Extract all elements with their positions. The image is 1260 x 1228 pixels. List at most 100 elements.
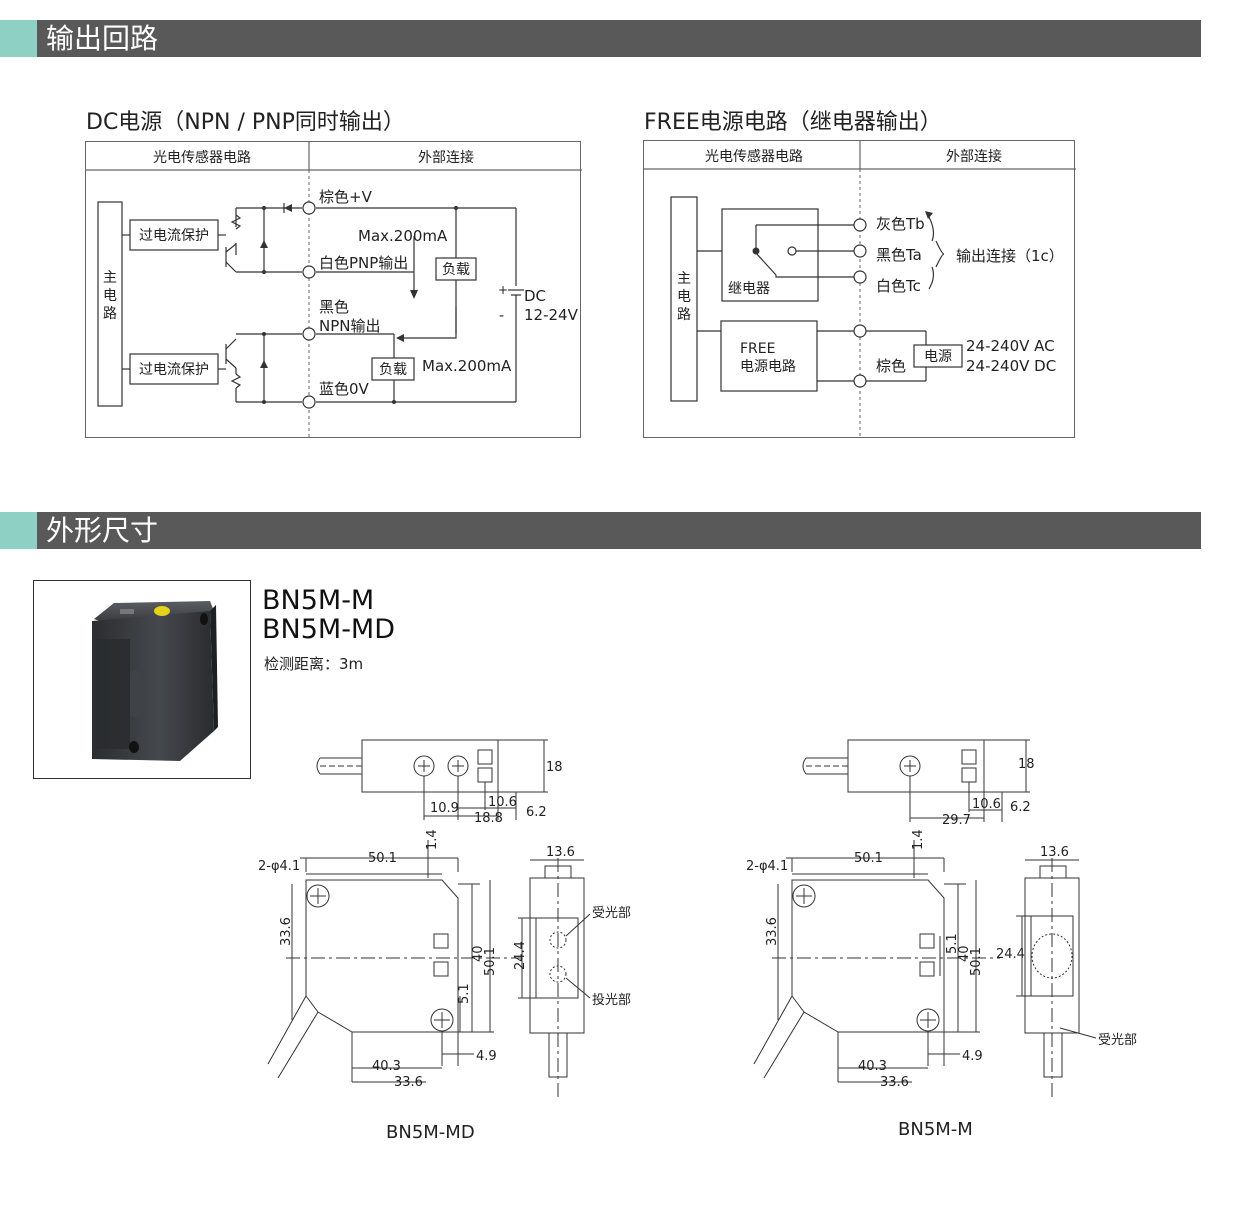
section-title: 外形尺寸 [46,514,159,547]
dc-circuit-panel: 光电传感器电路 外部连接 主 电 路 过电流保护 过电流保护 [85,141,582,439]
dc-voltage-label: 12-24V [524,306,579,324]
dimension-drawings: 18 10.9 10.6 18.8 6.2 2-φ4.1 50.1 1.4 33… [258,739,1137,1100]
black-wire-label: 黑色Ta [876,246,922,264]
section-header-dimensions: 外形尺寸 [0,512,1201,549]
dim-label: 24.4 [513,941,528,970]
col-left-label: 光电传感器电路 [153,149,251,166]
dc-label: DC [524,287,546,305]
free-circuit-diagram: 光电传感器电路 外部连接 主 电 路 继电器 FREE 电源电路 [644,141,1076,439]
load-box [371,357,415,381]
minus-sign: - [499,308,504,324]
power-label: 电源 [924,349,952,365]
m-side-view [1016,858,1097,1100]
terminal-node [302,395,316,409]
dim-label: 5.1 [457,983,472,1004]
relay-label: 继电器 [728,281,770,297]
md-side-view [518,858,591,1100]
dim-label: 13.6 [1040,845,1069,860]
dim-label: 5.1 [945,933,960,954]
m-top-view [802,739,1030,822]
dim-label: 4.9 [476,1049,497,1064]
dim-label: 6.2 [1010,800,1031,815]
terminal-node [302,201,316,215]
free-label: FREE [740,341,775,357]
dim-label: 50.1 [854,851,883,866]
dim-label: 33.6 [394,1075,423,1090]
model-name: BN5M-M [262,585,375,616]
arrow-icon [925,211,933,219]
dim-label: 13.6 [546,845,575,860]
circuit-wires [697,216,945,382]
col-right-label: 外部连接 [946,148,1002,165]
power-box [913,344,963,368]
receiver-label: 受光部 [592,906,631,921]
dim-label: 18 [546,760,563,775]
model-name: BN5M-MD [262,614,396,645]
main-circuit-box [97,201,123,407]
dc-circuit-title: DC电源（NPN / PNP同时输出） [86,110,405,135]
m-front-view [753,840,1000,1083]
dim-label: 24.4 [996,947,1025,962]
protect-label: 过电流保护 [139,228,209,244]
arrow-left-icon [396,334,404,342]
md-dimension-labels: 18 10.9 10.6 18.8 6.2 2-φ4.1 50.1 1.4 33… [258,760,631,1090]
gray-wire-label: 灰色Tb [876,215,925,233]
terminal-node [853,374,867,388]
dim-label: 10.6 [488,795,517,810]
m-dimension-labels: 18 29.7 10.6 6.2 2-φ4.1 50.1 1.4 33.6 5.… [746,757,1137,1090]
sensor-product-image [92,601,218,761]
terminal-node [853,244,867,258]
dim-label: 10.9 [430,801,459,816]
free-power-box [720,320,818,392]
dim-label: 18.8 [474,811,503,826]
detection-distance: 检测距离：3m [264,655,364,673]
dim-label: 33.6 [765,917,780,946]
dim-label: 33.6 [880,1075,909,1090]
relay-box [721,208,819,302]
main-circuit-box [670,196,698,402]
black-wire-label: 黑色 [319,298,349,316]
load-label: 负载 [442,262,470,278]
product-photo [33,580,251,779]
dc-circuit-diagram: 光电传感器电路 外部连接 主 电 路 过电流保护 过电流保护 [86,142,582,439]
hole-label: 2-φ4.1 [746,859,788,874]
diode-icon [284,204,292,212]
output-connection-label: 输出连接（1c） [956,247,1064,265]
max-current-label: Max.200mA [358,227,448,245]
drawing-caption-m: BN5M-M [898,1119,973,1140]
ac-voltage-label: 24-240V AC [966,337,1055,355]
dim-label: 50.1 [969,947,984,976]
col-left-label: 光电传感器电路 [705,148,803,165]
section-title: 输出回路 [46,22,159,55]
dim-label: 6.2 [526,805,547,820]
npn-output-label: NPN输出 [319,317,381,335]
dim-label: 40.3 [372,1059,401,1074]
col-right-label: 外部连接 [418,149,474,166]
brown-wire-label: 棕色 [876,357,906,375]
brown-wire-label: 棕色+V [319,188,373,206]
emitter-label: 投光部 [592,992,631,1008]
dim-label: 1.4 [911,829,926,850]
dc-voltage-label: 24-240V DC [966,357,1056,375]
load-box [435,257,477,281]
main-circuit-char: 电 [677,289,691,305]
dim-label: 50.1 [483,947,498,976]
white-pnp-label: 白色PNP输出 [319,254,408,272]
terminal-node [853,270,867,284]
arrow-down-icon [410,290,418,299]
main-circuit-char: 电 [103,288,117,304]
receiver-label: 受光部 [1098,1033,1137,1048]
dim-label: 4.9 [962,1049,983,1064]
section-accent [0,512,37,549]
protect-label: 过电流保护 [139,362,209,378]
main-circuit-char: 主 [103,270,117,286]
dim-label: 40 [957,945,972,962]
terminal-node [853,324,867,338]
white-wire-label: 白色Tc [876,277,921,295]
terminal-node [302,327,316,341]
main-circuit-char: 路 [103,306,117,322]
zener-diode-icon [260,360,268,368]
md-front-view [267,840,520,1083]
dim-label: 33.6 [279,917,294,946]
dim-label: 10.6 [972,797,1001,812]
